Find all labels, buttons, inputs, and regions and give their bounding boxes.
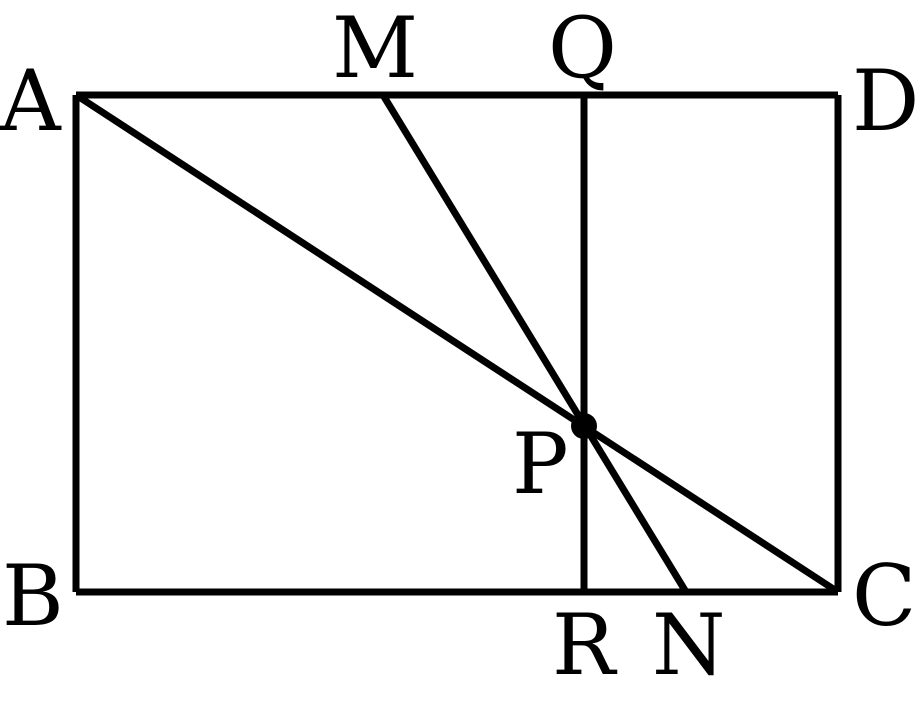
label-b: B	[2, 547, 64, 645]
segments-layer	[72, 91, 842, 596]
label-p: P	[512, 415, 569, 513]
label-r: R	[552, 596, 618, 694]
label-c: C	[852, 547, 916, 645]
segment-ac	[74, 92, 840, 595]
point-p-dot	[571, 413, 597, 439]
label-a: A	[0, 52, 62, 150]
label-m: M	[332, 0, 418, 97]
label-n: N	[652, 596, 726, 694]
label-d: D	[852, 52, 919, 150]
label-q: Q	[548, 0, 617, 97]
segment-mn	[380, 93, 689, 594]
